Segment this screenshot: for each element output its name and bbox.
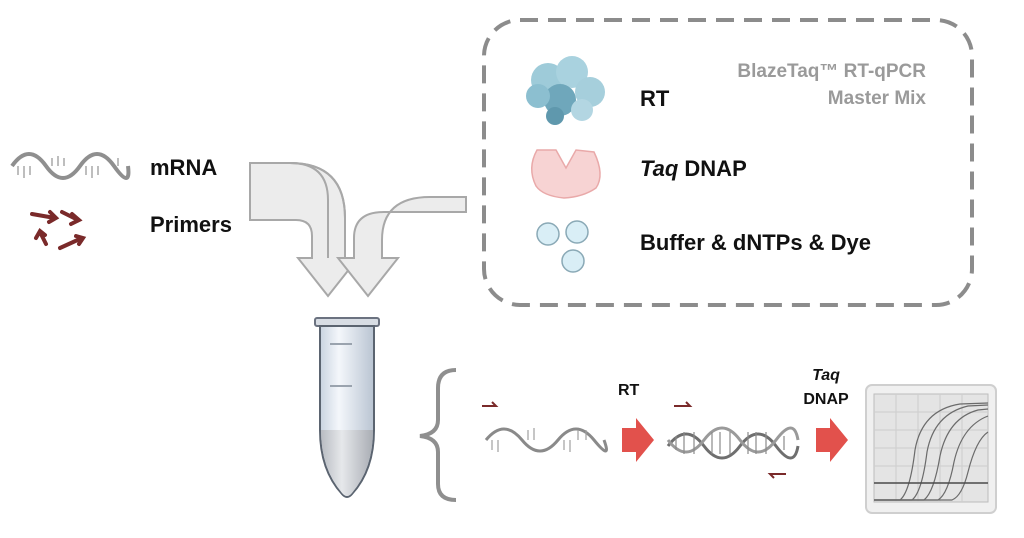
input-flow-arrow [249, 162, 361, 298]
kit-title-line2: Master Mix [827, 88, 926, 109]
component-taq-label: Taq DNAP [640, 156, 747, 182]
step-arrow-taq [816, 418, 848, 462]
input-primers-label: Primers [150, 212, 232, 237]
kit-title: BlazeTaq™ RT-qPCR Master Mix [700, 58, 926, 112]
component-taq-italic: Taq [640, 156, 679, 181]
workflow-primer-2 [674, 401, 693, 407]
primer-arrows-icon [30, 210, 87, 250]
workflow-rt-label: RT [618, 382, 640, 399]
input-flow-arrow-top [250, 162, 329, 258]
component-buffer-label: Buffer & dNTPs & Dye [640, 230, 872, 255]
kit-box [482, 18, 974, 307]
mrna-wave-icon [10, 152, 131, 180]
sample-tube [314, 317, 380, 498]
workflow-taq-italic: Taq [812, 367, 840, 384]
workflow-primer-1 [482, 401, 499, 407]
workflow-taq-label: Taq DNAP [800, 364, 852, 412]
taq-dnap-icon [531, 149, 601, 199]
workflow-primer-3 [767, 473, 786, 479]
component-taq-rest: DNAP [678, 156, 747, 181]
qpcr-plot-thumbnail [865, 384, 997, 514]
rt-enzyme-icon [526, 56, 605, 125]
workflow-double-helix [666, 426, 800, 460]
curly-brace [419, 368, 457, 502]
workflow-dnap-label: DNAP [803, 391, 849, 408]
component-rt-label: RT [640, 86, 670, 111]
workflow-mrna-strand [484, 427, 608, 453]
input-mrna-label: mRNA [150, 155, 218, 180]
kit-flow-arrow [335, 196, 467, 298]
kit-title-line1: BlazeTaq™ RT-qPCR [737, 61, 926, 82]
step-arrow-rt [622, 418, 654, 462]
buffer-bubbles-icon [536, 220, 589, 273]
